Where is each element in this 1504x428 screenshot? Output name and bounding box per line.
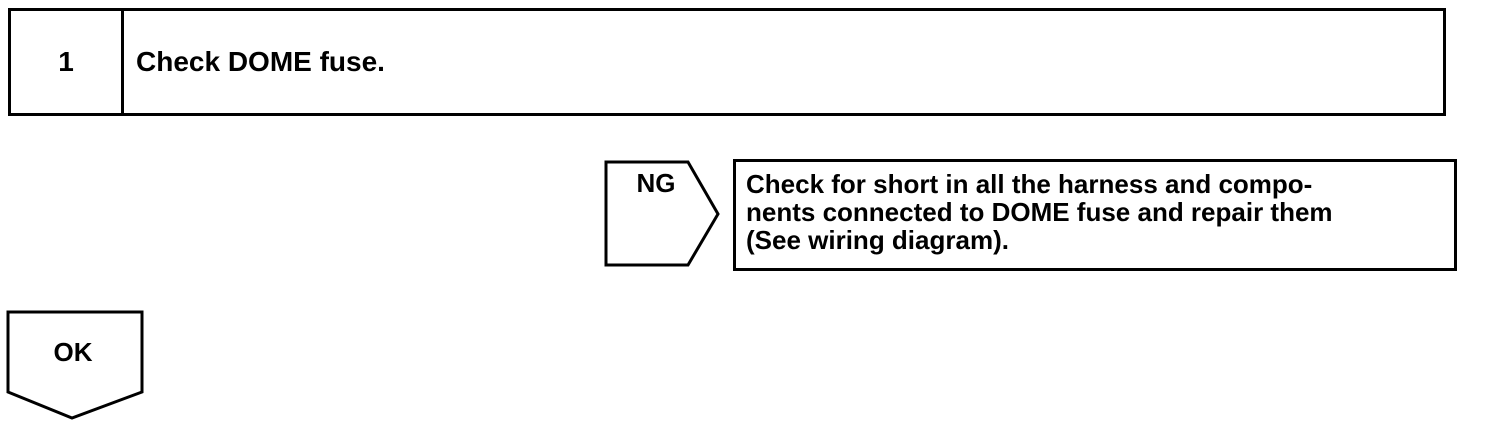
ng-action-box: Check for short in all the harness and c…	[733, 159, 1457, 271]
ng-arrow-shape	[604, 160, 720, 267]
step-box: 1 Check DOME fuse.	[8, 8, 1446, 116]
ng-action-line: Check for short in all the harness and c…	[746, 169, 1313, 199]
ng-action-line: (See wiring diagram).	[746, 225, 1009, 255]
step-title: Check DOME fuse.	[136, 46, 385, 77]
ng-action-line: nents connected to DOME fuse and repair …	[746, 197, 1333, 227]
ok-arrow-shape	[6, 310, 144, 420]
ng-label: NG	[636, 168, 676, 198]
step-number: 1	[11, 11, 124, 113]
ok-label: OK	[53, 337, 93, 367]
